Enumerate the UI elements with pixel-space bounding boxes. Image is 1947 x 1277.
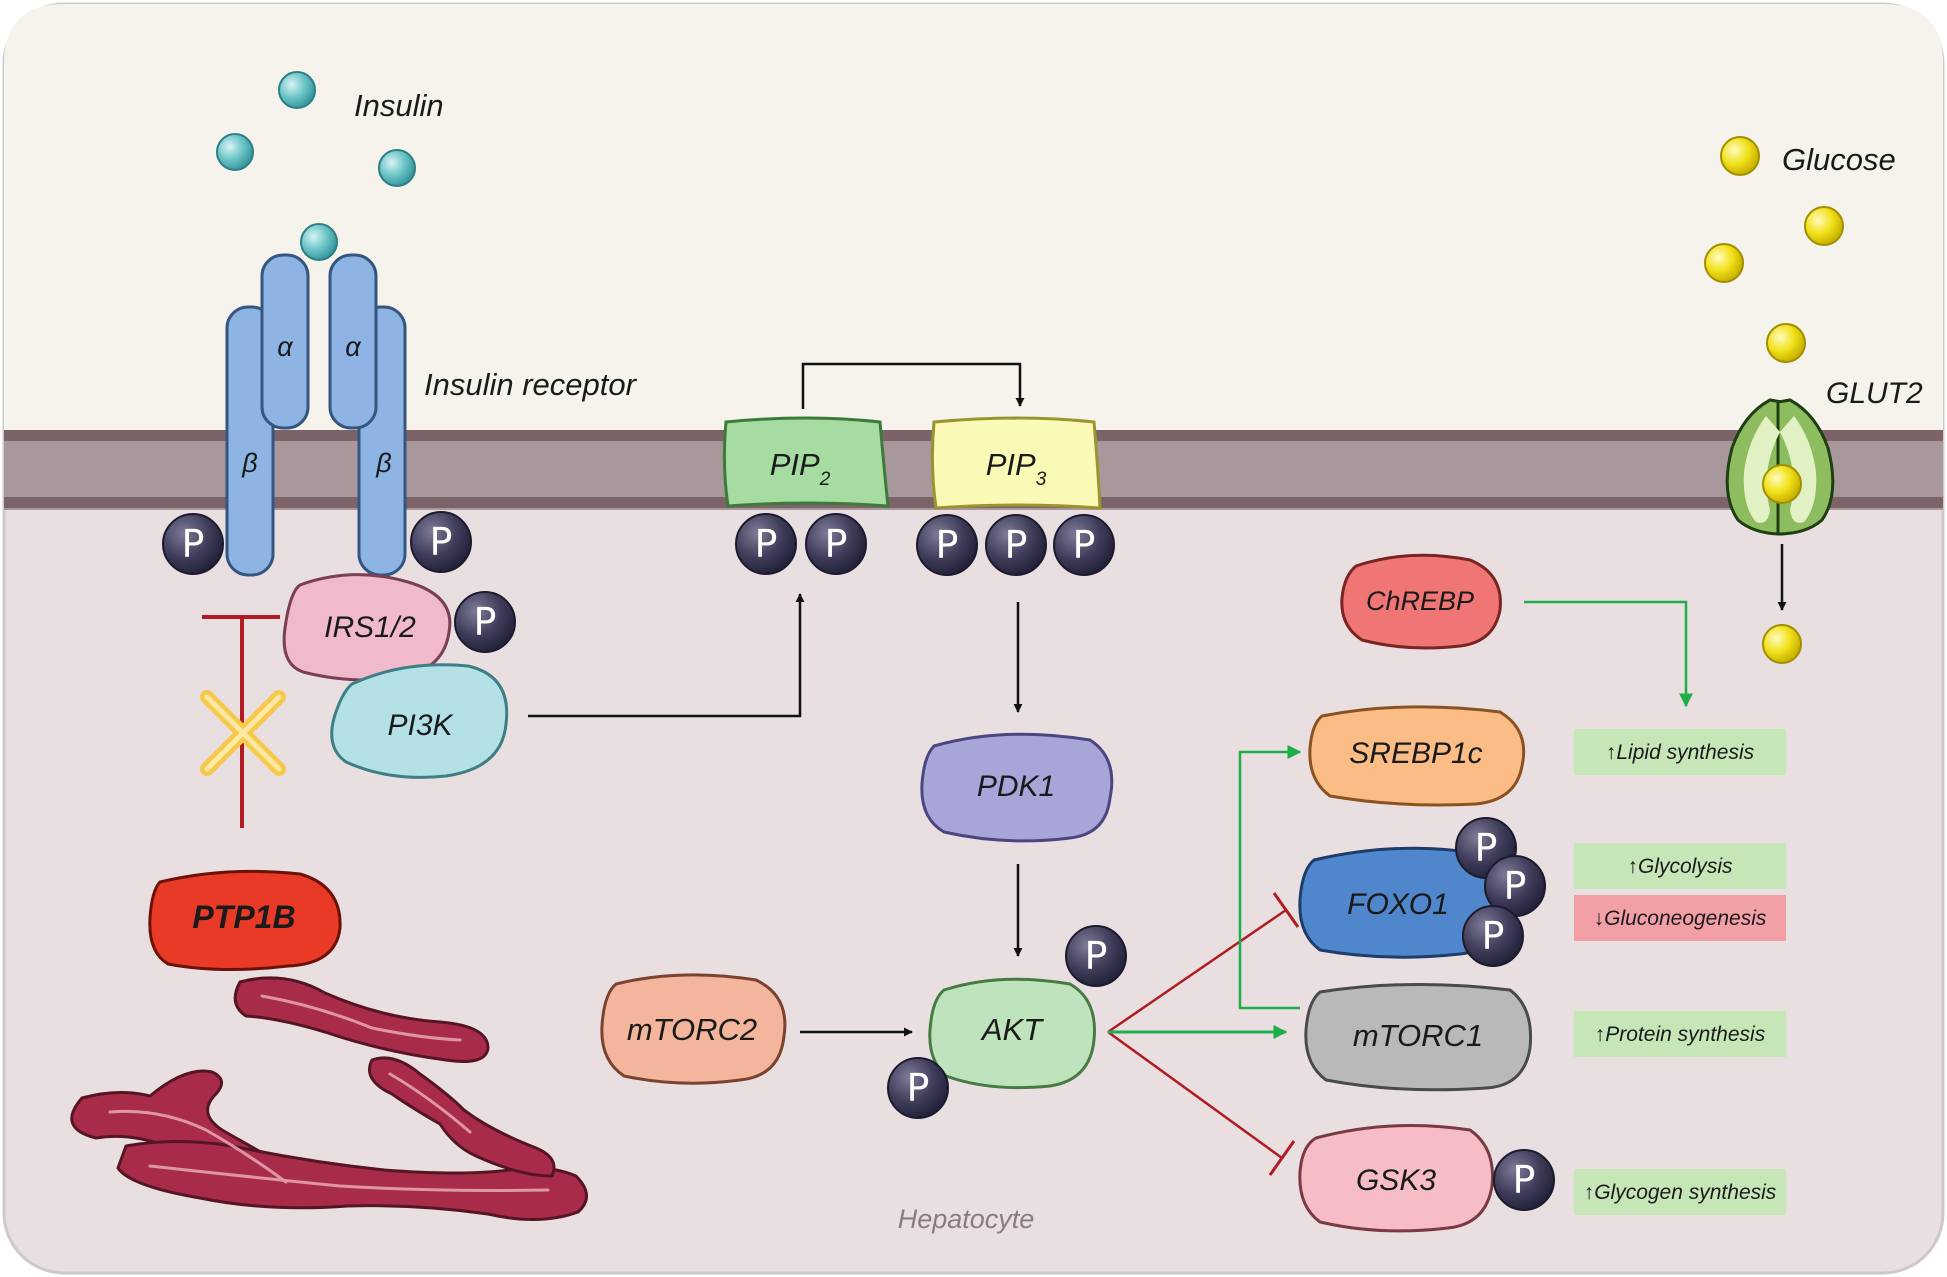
effect-protein-synthesis: ↑Protein synthesis bbox=[1574, 1011, 1786, 1057]
svg-text:P: P bbox=[1005, 523, 1028, 567]
er-highlights bbox=[108, 994, 550, 1192]
svg-text:P: P bbox=[825, 522, 848, 566]
glut2-label: GLUT2 bbox=[1826, 377, 1923, 410]
ptp1b-blob bbox=[148, 869, 342, 972]
phosphate-group: P bbox=[162, 513, 224, 575]
insulin-receptor-label: Insulin receptor bbox=[424, 367, 638, 402]
pi3k-label: PI3K bbox=[387, 709, 454, 742]
pip2-label: PIP2 bbox=[770, 447, 831, 490]
hepatocyte-label: Hepatocyte bbox=[898, 1204, 1035, 1234]
insulin-molecule bbox=[378, 149, 416, 187]
svg-text:↑Protein synthesis: ↑Protein synthesis bbox=[1595, 1023, 1766, 1046]
glucose-molecule bbox=[1720, 136, 1760, 176]
phosphate-group: P bbox=[887, 1057, 949, 1119]
alpha-label-right: α bbox=[345, 332, 362, 362]
glucose-molecule bbox=[1804, 206, 1844, 246]
mtorc1-label: mTORC1 bbox=[1353, 1018, 1483, 1053]
endoplasmic-reticulum bbox=[70, 976, 588, 1221]
pip2-box bbox=[722, 416, 890, 508]
phosphate-group: P bbox=[916, 514, 978, 576]
phosphate-group: P bbox=[735, 513, 797, 575]
effect-glycolysis: ↑Glycolysis bbox=[1574, 843, 1786, 889]
svg-text:P: P bbox=[907, 1066, 930, 1110]
svg-text:P: P bbox=[1475, 826, 1498, 870]
pdk1-blob bbox=[920, 732, 1114, 843]
svg-text:↑Glycolysis: ↑Glycolysis bbox=[1627, 855, 1733, 878]
svg-text:↑Glycogen synthesis: ↑Glycogen synthesis bbox=[1584, 1181, 1777, 1204]
irs-label: IRS1/2 bbox=[324, 611, 416, 644]
intracellular-glucose-molecule bbox=[1762, 624, 1802, 664]
chrebp-to-lipid-arrow bbox=[1524, 600, 1693, 708]
effect-glycogen-synthesis: ↑Glycogen synthesis bbox=[1574, 1169, 1786, 1215]
transported-glucose-molecule bbox=[1762, 464, 1802, 504]
akt-inhibits-gsk3-bar bbox=[1268, 1140, 1296, 1176]
gsk3-label: GSK3 bbox=[1356, 1164, 1436, 1197]
srebp1c-label: SREBP1c bbox=[1349, 737, 1482, 770]
svg-text:P: P bbox=[1085, 934, 1108, 978]
chrebp-blob bbox=[1340, 553, 1502, 650]
phosphate-group: P bbox=[985, 514, 1047, 576]
svg-text:P: P bbox=[1513, 1158, 1536, 1202]
blocked-cross-icon bbox=[200, 690, 286, 776]
srebp1c-blob bbox=[1308, 705, 1526, 807]
mtorc2-blob bbox=[600, 973, 787, 1085]
pdk1-label: PDK1 bbox=[977, 770, 1055, 803]
beta-label-right: β bbox=[375, 448, 391, 478]
phosphate-group: P bbox=[1462, 905, 1524, 967]
foxo1-label: FOXO1 bbox=[1347, 888, 1449, 921]
akt-inhibits-gsk3-line bbox=[1107, 1030, 1283, 1160]
phosphate-group: P bbox=[1484, 855, 1546, 917]
svg-text:↑Lipid synthesis: ↑Lipid synthesis bbox=[1606, 741, 1755, 764]
akt-label: AKT bbox=[980, 1012, 1044, 1047]
bound-insulin-molecule bbox=[300, 223, 338, 261]
akt-inhibits-foxo1-bar bbox=[1272, 892, 1300, 928]
insulin-molecule bbox=[216, 133, 254, 171]
svg-text:P: P bbox=[755, 522, 778, 566]
gsk3-blob bbox=[1298, 1124, 1495, 1233]
glucose-molecules bbox=[1704, 136, 1844, 363]
svg-text:P: P bbox=[474, 600, 497, 644]
effect-lipid-synthesis: ↑Lipid synthesis bbox=[1574, 729, 1786, 775]
beta-label-left: β bbox=[241, 448, 257, 478]
glut2-transporter bbox=[1725, 398, 1835, 536]
svg-text:P: P bbox=[1073, 523, 1096, 567]
phosphate-group: P bbox=[410, 511, 472, 573]
svg-text:P: P bbox=[430, 520, 453, 564]
mtorc1-blob bbox=[1304, 982, 1533, 1092]
glucose-molecule bbox=[1704, 243, 1744, 283]
insulin-receptor: α α β β bbox=[225, 253, 407, 577]
phosphate-group: P bbox=[1493, 1149, 1555, 1211]
extracellular-space bbox=[4, 4, 1943, 430]
svg-text:P: P bbox=[936, 523, 959, 567]
akt-inhibits-foxo1-line bbox=[1107, 908, 1287, 1034]
alpha-label-left: α bbox=[277, 332, 294, 362]
svg-text:P: P bbox=[1482, 914, 1505, 958]
svg-text:P: P bbox=[182, 522, 205, 566]
alpha-subunit-right bbox=[328, 253, 378, 430]
mtorc2-label: mTORC2 bbox=[627, 1012, 757, 1047]
mtorc1-activates-srebp1c-arrow bbox=[1238, 745, 1302, 1010]
phosphate-group: P bbox=[454, 591, 516, 653]
pi3k-to-pip-arrow bbox=[528, 593, 805, 718]
pi3k-blob bbox=[330, 663, 509, 779]
alpha-subunit-left bbox=[260, 253, 310, 430]
akt-blob bbox=[928, 977, 1096, 1090]
glucose-label: Glucose bbox=[1782, 142, 1896, 177]
insulin-molecules bbox=[216, 71, 416, 187]
svg-text:P: P bbox=[1504, 864, 1527, 908]
phosphate-group: P bbox=[1065, 925, 1127, 987]
pip3-box bbox=[930, 416, 1102, 510]
phosphate-group: P bbox=[1053, 514, 1115, 576]
glucose-molecule bbox=[1766, 323, 1806, 363]
pip2-to-pip3-arrow bbox=[801, 362, 1025, 409]
insulin-molecule bbox=[278, 71, 316, 109]
pip3-label: PIP3 bbox=[986, 447, 1047, 490]
effect-gluconeogenesis: ↓Gluconeogenesis bbox=[1574, 895, 1786, 941]
phosphate-group: P bbox=[805, 513, 867, 575]
chrebp-label: ChREBP bbox=[1366, 586, 1474, 616]
svg-text:↓Gluconeogenesis: ↓Gluconeogenesis bbox=[1594, 907, 1767, 930]
insulin-label: Insulin bbox=[354, 88, 444, 123]
ptp1b-label: PTP1B bbox=[192, 899, 295, 935]
